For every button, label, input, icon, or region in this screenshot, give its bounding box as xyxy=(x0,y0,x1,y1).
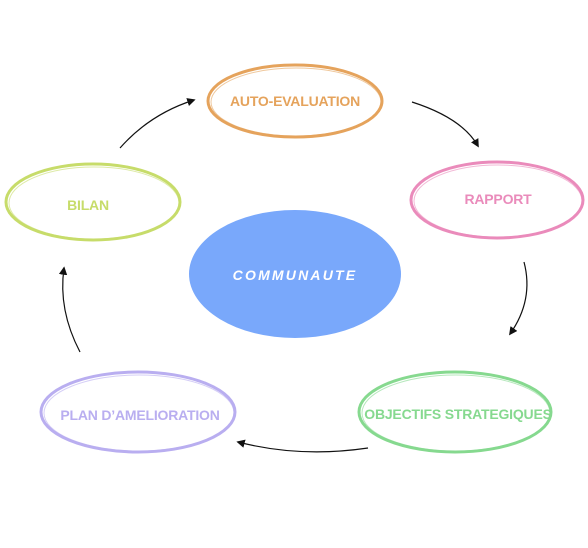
center-ellipse xyxy=(189,210,401,338)
center-label: COMMUNAUTE xyxy=(233,267,358,283)
node-label: RAPPORT xyxy=(464,191,532,207)
node-ellipse-sketch xyxy=(8,166,180,240)
node-label: OBJECTIFS STRATEGIQUES xyxy=(364,406,551,422)
node-plan-amelioration: PLAN D’AMELIORATION xyxy=(39,370,237,454)
node-ellipse-sketch xyxy=(361,374,551,452)
node-ellipse-sketch xyxy=(43,374,235,452)
node-ellipse xyxy=(39,370,237,454)
node-ellipse xyxy=(4,162,182,242)
cycle-arrows xyxy=(58,98,528,453)
node-ellipse xyxy=(409,160,585,240)
arrow-auto-evaluation-to-rapport xyxy=(411,101,479,148)
arrow-rapport-to-objectifs xyxy=(509,261,528,336)
node-ellipse xyxy=(206,63,384,139)
node-bilan: BILAN xyxy=(4,162,182,242)
node-label: PLAN D’AMELIORATION xyxy=(60,407,219,423)
node-ellipse-sketch xyxy=(413,164,583,238)
node-rapport: RAPPORT xyxy=(409,160,585,240)
arrow-bilan-to-auto-evaluation xyxy=(119,98,196,149)
arrow-plan-to-bilan xyxy=(58,266,81,353)
arrow-objectifs-to-plan xyxy=(236,439,369,453)
center-node: COMMUNAUTE xyxy=(189,210,401,338)
node-label: AUTO-EVALUATION xyxy=(230,93,360,109)
node-ellipse xyxy=(357,370,553,454)
node-ellipse-sketch xyxy=(210,67,382,137)
node-auto-evaluation: AUTO-EVALUATION xyxy=(206,63,384,139)
node-label: BILAN xyxy=(67,197,109,213)
node-objectifs-strategiques: OBJECTIFS STRATEGIQUES xyxy=(357,370,553,454)
